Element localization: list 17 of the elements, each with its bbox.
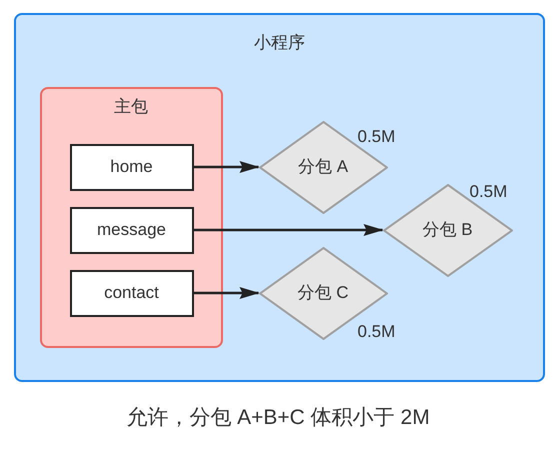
arrow (194, 287, 260, 299)
size-label: 0.5M (358, 126, 396, 146)
package-panel (40, 86, 222, 348)
page-box: home (70, 144, 194, 190)
arrow (194, 161, 260, 173)
diamond-label: 分包 A (298, 157, 348, 177)
program-frame (14, 13, 545, 382)
page-box: contact (70, 270, 194, 316)
diamond-label: 分包 C (298, 283, 348, 303)
size-label: 0.5M (358, 322, 396, 342)
arrow (194, 224, 384, 236)
group-title: 主包 (114, 96, 148, 116)
caption: 允许，分包 A+B+C 体积小于 2M (126, 406, 430, 430)
size-label: 0.5M (470, 182, 508, 202)
page-box: message (70, 206, 194, 254)
diamond-label: 分包 B (422, 220, 473, 240)
group-title: 小程序 (254, 33, 305, 53)
